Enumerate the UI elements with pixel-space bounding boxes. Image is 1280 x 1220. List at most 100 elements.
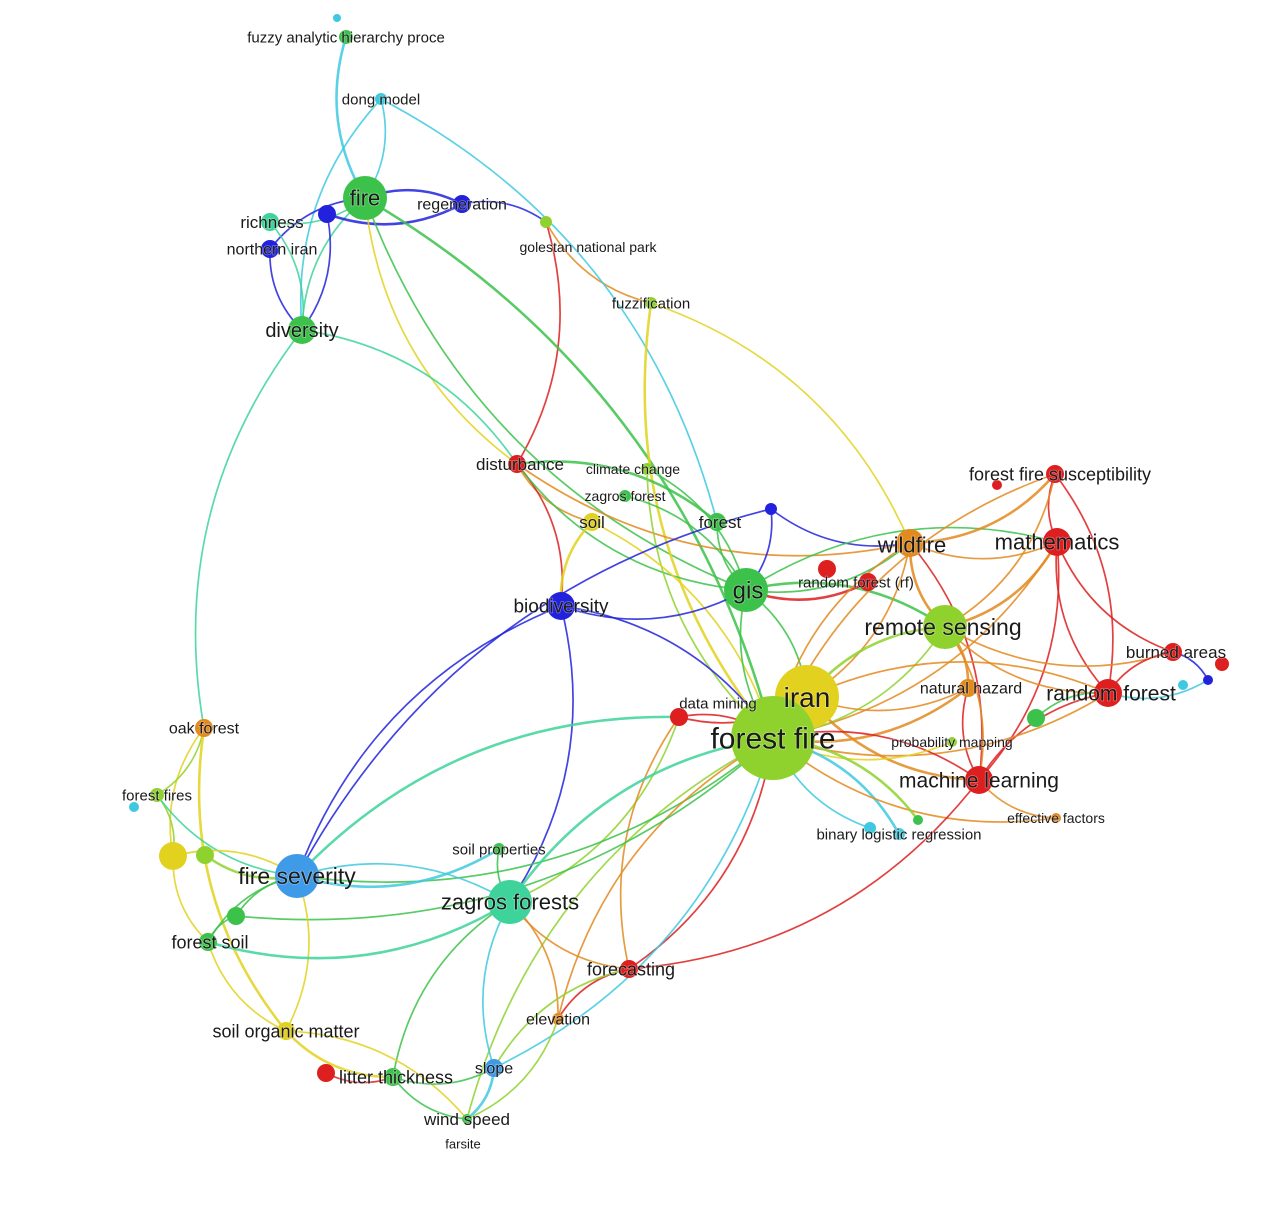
node-forest-fire-susc[interactable]: [1046, 465, 1064, 483]
node-litter-thickness[interactable]: [384, 1068, 402, 1086]
node-mathematics[interactable]: [1043, 528, 1071, 556]
node-slope[interactable]: [485, 1059, 503, 1077]
edge-golestan-fuzzification: [545, 221, 652, 304]
node-label-binary-logistic: binary logistic regression: [816, 826, 981, 843]
node-richness[interactable]: [261, 213, 279, 231]
node-label-mathematics: mathematics: [995, 530, 1120, 555]
node-label-fire-severity: fire severity: [238, 863, 356, 889]
edge-litter-thickness-slope: [392, 1067, 495, 1085]
node-label-natural-hazard: natural hazard: [920, 681, 1022, 698]
node-oak-forest[interactable]: [195, 719, 213, 737]
edge-richness-diversity: [269, 221, 305, 331]
node-soil-organic-matter[interactable]: [277, 1022, 295, 1040]
node-climate-change[interactable]: [641, 463, 653, 475]
node-label-forest-soil: forest soil: [171, 932, 248, 952]
node-wind-speed[interactable]: [462, 1114, 472, 1124]
edge-disturbance-forest: [516, 460, 718, 523]
node-random-forest[interactable]: [1094, 679, 1122, 707]
node-zagros-forest[interactable]: [619, 490, 631, 502]
node-elevation[interactable]: [552, 1013, 564, 1025]
node-diversity[interactable]: [288, 316, 316, 344]
node-label-wildfire: wildfire: [877, 533, 946, 558]
node-u-red3[interactable]: [818, 560, 836, 578]
node-gis[interactable]: [724, 568, 768, 612]
node-u-cyan4[interactable]: [129, 802, 139, 812]
edge-dong-model-diversity: [299, 98, 382, 331]
node-probability-mapping[interactable]: [947, 737, 957, 747]
edge-diversity-oak-forest: [194, 329, 303, 729]
edge-oak-forest-soil-organic-matter: [197, 727, 288, 1032]
edge-wind-speed-elevation: [466, 1018, 559, 1120]
node-northern-iran[interactable]: [261, 240, 279, 258]
edge-fire-severity-soil-properties: [296, 847, 500, 889]
node-soil[interactable]: [583, 513, 601, 531]
node-u-yellow[interactable]: [159, 842, 187, 870]
node-soil-properties[interactable]: [493, 843, 505, 855]
node-binary-logistic[interactable]: [893, 828, 905, 840]
node-natural-hazard[interactable]: [959, 679, 977, 697]
node-regeneration[interactable]: [453, 195, 471, 213]
node-u-green3[interactable]: [913, 815, 923, 825]
edge-fuzzy-ahp-fire: [335, 36, 367, 199]
node-machine-learning[interactable]: [965, 766, 993, 794]
node-forest-fires[interactable]: [150, 788, 164, 802]
node-fire[interactable]: [343, 176, 387, 220]
node-u-lime[interactable]: [196, 846, 214, 864]
node-label-regeneration: regeneration: [417, 197, 507, 214]
node-wildfire[interactable]: [896, 529, 924, 557]
node-u-cyan3[interactable]: [1178, 680, 1188, 690]
node-u-red4[interactable]: [992, 480, 1002, 490]
node-forecasting[interactable]: [620, 960, 638, 978]
node-forest[interactable]: [708, 513, 726, 531]
node-remote-sensing[interactable]: [923, 605, 967, 649]
edge-mathematics-random-forest: [1055, 541, 1109, 694]
node-data-mining[interactable]: [670, 708, 688, 726]
node-disturbance[interactable]: [508, 455, 526, 473]
edge-wildfire-mathematics: [909, 541, 1058, 560]
node-label-machine-learning: machine learning: [899, 769, 1059, 792]
node-golestan[interactable]: [540, 216, 552, 228]
node-fire-severity[interactable]: [275, 854, 319, 898]
edge-forest-fire-susc-random-forest: [1054, 473, 1114, 694]
node-label-elevation: elevation: [526, 1012, 590, 1029]
node-fuzzy-ahp[interactable]: [339, 30, 353, 44]
edge-forest-fire-zagros-forests: [508, 736, 774, 903]
node-zagros-forests[interactable]: [488, 880, 532, 924]
node-label-richness: richness: [240, 213, 303, 232]
edge-forecasting-slope: [493, 968, 630, 1069]
node-u-red2[interactable]: [1215, 657, 1229, 671]
node-label-iran: iran: [784, 682, 831, 713]
edge-layer: [156, 36, 1209, 1121]
node-dong-model[interactable]: [375, 93, 387, 105]
edge-disturbance-wildfire: [516, 463, 911, 557]
edge-soil-organic-matter-wind-speed: [285, 1030, 468, 1120]
node-u-cyan2[interactable]: [864, 822, 876, 834]
node-label-disturbance: disturbance: [476, 455, 564, 474]
node-u-green2[interactable]: [1027, 709, 1045, 727]
edge-iran-random-forest: [806, 661, 1109, 698]
node-burned-areas[interactable]: [1164, 643, 1182, 661]
node-u-red1[interactable]: [317, 1064, 335, 1082]
node-forest-fire[interactable]: [731, 696, 815, 780]
edge-disturbance-gis: [516, 463, 747, 591]
edge-u-blue2-diversity: [301, 213, 332, 331]
node-u-blue3[interactable]: [1203, 675, 1213, 685]
node-random-forest-rf[interactable]: [859, 573, 877, 591]
node-effective-factors[interactable]: [1051, 813, 1061, 823]
node-u-cyan1[interactable]: [333, 14, 341, 22]
node-forest-soil[interactable]: [199, 933, 217, 951]
node-u-green1[interactable]: [227, 907, 245, 925]
node-u-blue1[interactable]: [765, 503, 777, 515]
node-fuzzification[interactable]: [645, 297, 657, 309]
node-biodiversity[interactable]: [547, 592, 575, 620]
node-u-blue2[interactable]: [318, 205, 336, 223]
node-label-probability-mapping: probability mapping: [891, 734, 1012, 750]
node-label-fire: fire: [350, 186, 381, 211]
edge-forest-fire-susc-remote-sensing: [944, 473, 1056, 628]
node-label-random-forest: random forest: [1046, 682, 1176, 705]
edge-soil-organic-matter-litter-thickness: [285, 1030, 394, 1079]
edge-zagros-forests-forest-soil: [207, 900, 511, 960]
edge-forest-fire-slope: [493, 737, 774, 1069]
edge-fuzzification-wildfire: [650, 302, 911, 544]
